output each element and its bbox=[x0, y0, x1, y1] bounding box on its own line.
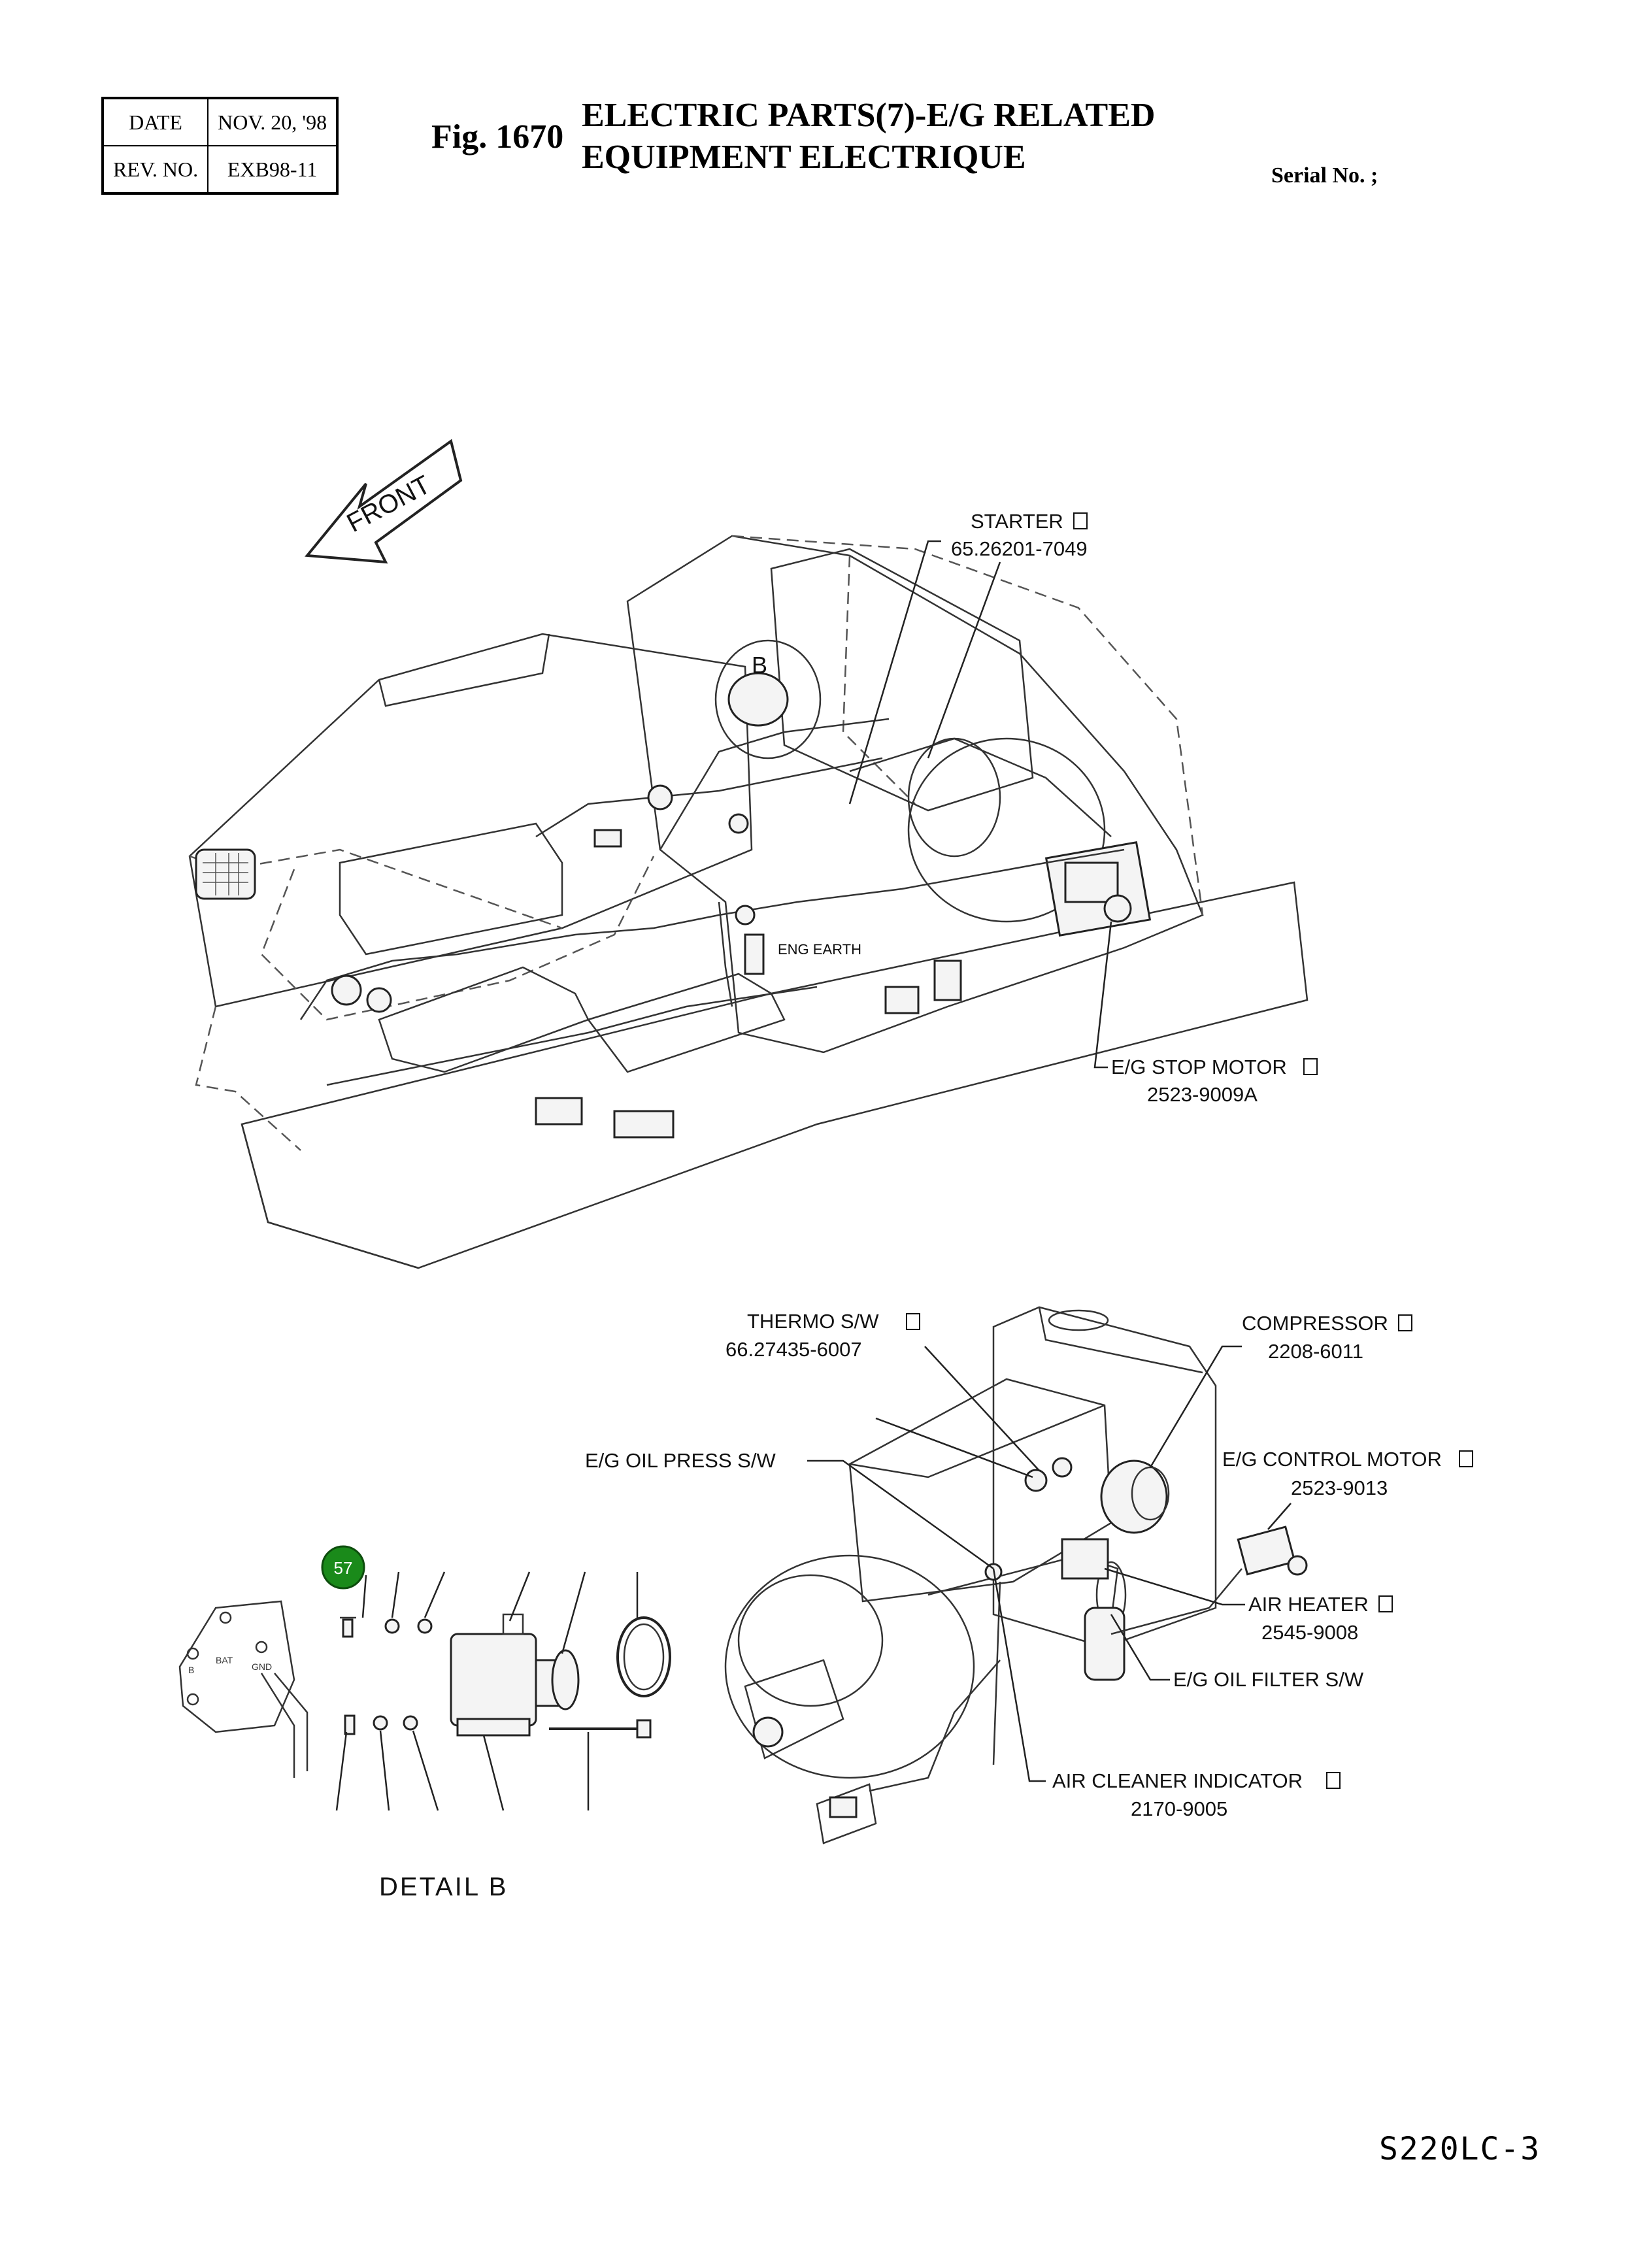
callout-eg-control-motor: E/G CONTROL MOTOR 2523-9013 bbox=[1222, 1448, 1473, 1530]
eg-oil-press-sw-label: E/G OIL PRESS S/W bbox=[585, 1449, 776, 1472]
date-value: NOV. 20, '98 bbox=[207, 97, 339, 146]
thermo-sw-part-number: 66.27435-6007 bbox=[725, 1338, 862, 1361]
terminal-b-label: B bbox=[188, 1665, 194, 1675]
eg-control-motor-part-number: 2523-9013 bbox=[1291, 1476, 1388, 1499]
callout-air-cleaner-indicator: AIR CLEANER INDICATOR 2170-9005 bbox=[992, 1568, 1341, 1820]
callout-eg-oil-press-sw: E/G OIL PRESS S/W bbox=[585, 1449, 994, 1570]
eg-oil-filter-sw-label: E/G OIL FILTER S/W bbox=[1173, 1668, 1364, 1691]
compressor-label: COMPRESSOR bbox=[1242, 1312, 1388, 1335]
air-heater-part-number: 2545-9008 bbox=[1261, 1621, 1358, 1644]
rev-value: EXB98-11 bbox=[207, 145, 339, 194]
marker-badge-label: 57 bbox=[334, 1558, 353, 1578]
front-label: FRONT bbox=[342, 470, 435, 538]
starter-label: STARTER bbox=[971, 510, 1063, 533]
thermo-sw-label: THERMO S/W bbox=[747, 1310, 879, 1333]
rev-label: REV. NO. bbox=[101, 145, 209, 194]
eg-stop-motor-label: E/G STOP MOTOR bbox=[1111, 1056, 1287, 1078]
date-label: DATE bbox=[101, 97, 209, 146]
revision-table: DATE NOV. 20, '98 REV. NO. EXB98-11 bbox=[101, 97, 339, 195]
marker-badge-icon bbox=[321, 1545, 365, 1590]
callout-thermo-sw: THERMO S/W 66.27435-6007 bbox=[725, 1310, 1040, 1478]
serial-number: Serial No. ; bbox=[1271, 163, 1378, 188]
title-line-2: EQUIPMENT ELECTRIQUE bbox=[582, 139, 1026, 176]
model-code: S220LC-3 bbox=[1379, 2131, 1541, 2167]
callout-air-heater: AIR HEATER 2545-9008 bbox=[1104, 1567, 1393, 1644]
air-heater-label: AIR HEATER bbox=[1248, 1593, 1369, 1616]
callout-starter: STARTER 65.26201-7049 bbox=[848, 510, 1088, 805]
terminal-gnd-label: GND bbox=[252, 1661, 272, 1672]
terminal-bat-label: BAT bbox=[216, 1655, 233, 1665]
air-cleaner-indicator-part-number: 2170-9005 bbox=[1131, 1797, 1227, 1820]
callout-eg-oil-filter-sw: E/G OIL FILTER S/W bbox=[1110, 1614, 1364, 1691]
detail-b-drawing: B BAT GND bbox=[178, 1545, 671, 1901]
section-marker-b: B bbox=[752, 652, 767, 678]
callout-eg-stop-motor: E/G STOP MOTOR 2523-9009A bbox=[1093, 921, 1318, 1106]
figure-number: Fig. 1670 bbox=[431, 118, 564, 156]
upper-frame-drawing: B ENG EARTH bbox=[188, 535, 1309, 1269]
front-arrow-icon: FRONT bbox=[305, 439, 463, 564]
title-line-1: ELECTRIC PARTS(7)-E/G RELATED bbox=[582, 97, 1156, 134]
eg-control-motor-label: E/G CONTROL MOTOR bbox=[1222, 1448, 1442, 1471]
callout-compressor: COMPRESSOR 2208-6011 bbox=[1149, 1312, 1412, 1468]
eg-stop-motor-part-number: 2523-9009A bbox=[1147, 1083, 1258, 1106]
eng-earth-label: ENG EARTH bbox=[778, 941, 861, 958]
starter-part-number: 65.26201-7049 bbox=[951, 537, 1088, 560]
page-title: ELECTRIC PARTS(7)-E/G RELATED EQUIPMENT … bbox=[582, 95, 1155, 178]
detail-b-title: DETAIL B bbox=[379, 1873, 508, 1901]
air-cleaner-indicator-label: AIR CLEANER INDICATOR bbox=[1052, 1769, 1303, 1792]
engine-detail-drawing bbox=[724, 1306, 1308, 1844]
compressor-part-number: 2208-6011 bbox=[1268, 1340, 1363, 1363]
